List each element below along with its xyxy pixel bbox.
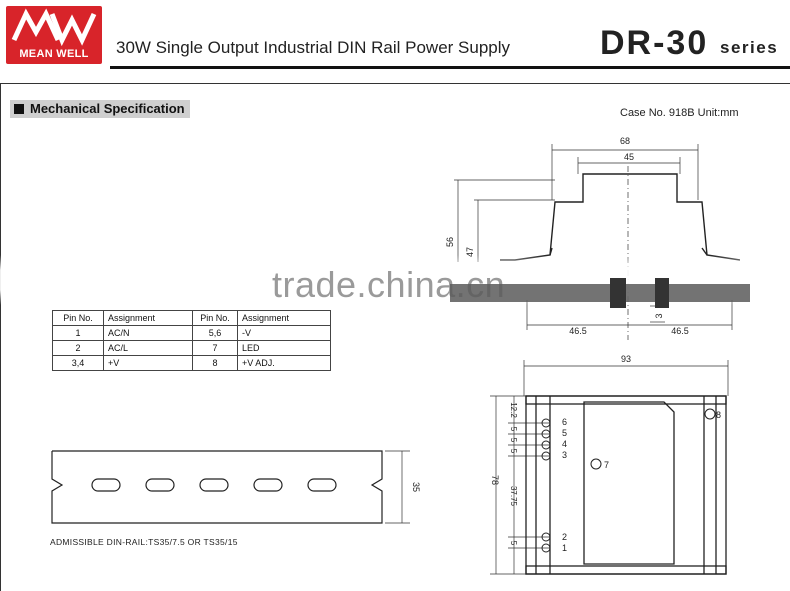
table-header-cell: Pin No.: [192, 310, 238, 326]
pin-label-1: 1: [562, 543, 567, 553]
rail-height-label: 35: [411, 482, 420, 492]
table-cell: +V: [103, 355, 193, 371]
adjust-label: 8: [716, 410, 721, 420]
table-header-row: Pin No. Assignment Pin No. Assignment: [52, 310, 331, 326]
dim-front-height: 78: [490, 475, 500, 485]
dim-height-step: 47: [465, 247, 475, 257]
front-label-panel: [583, 401, 675, 565]
terminal-screw: [541, 451, 551, 461]
pin-label-6: 6: [562, 417, 567, 427]
table-row: 3,4 +V 8 +V ADJ.: [52, 355, 331, 371]
rail-slot: [91, 478, 121, 492]
led-label: 7: [604, 460, 609, 470]
table-cell: AC/N: [103, 325, 193, 341]
front-body-outline: [525, 395, 727, 575]
dim-5a: 5: [509, 427, 518, 432]
series-label: series: [720, 38, 779, 57]
terminal-screw: [541, 543, 551, 553]
table-cell: AC/L: [103, 340, 193, 356]
section-title: Mechanical Specification: [30, 101, 185, 116]
dim-37-75: 37.75: [509, 486, 518, 507]
dim-width-top: 45: [624, 152, 634, 162]
rail-slot: [307, 478, 337, 492]
dim-clip: 3: [654, 313, 664, 318]
header-rule: [110, 66, 790, 69]
table-cell: -V: [237, 325, 331, 341]
table-cell: 8: [192, 355, 238, 371]
terminal-screw: [541, 418, 551, 428]
case-number: Case No. 918B Unit:mm: [620, 107, 739, 119]
din-rail-drawing: 35: [51, 450, 420, 524]
table-header-cell: Pin No.: [52, 310, 104, 326]
dim-5d: 5: [509, 541, 518, 546]
dim-5c: 5: [509, 449, 518, 454]
adjust-potentiometer-icon: [704, 408, 716, 420]
mean-well-logo: MEAN WELL: [6, 6, 102, 64]
square-bullet-icon: [14, 104, 24, 114]
section-heading: Mechanical Specification: [10, 100, 190, 118]
model-number: DR-30: [600, 24, 709, 62]
drawing-frame: [0, 83, 790, 591]
dim-width-total: 68: [620, 136, 630, 146]
table-header-cell: Assignment: [103, 310, 193, 326]
pin-assignment-table: Pin No. Assignment Pin No. Assignment 1 …: [52, 310, 331, 371]
table-header-cell: Assignment: [237, 310, 331, 326]
din-rail-outline: [51, 450, 383, 524]
terminal-screw: [541, 429, 551, 439]
terminal-screw: [541, 532, 551, 542]
side-profile-outline: [500, 173, 740, 261]
dim-left-half: 46.5: [569, 326, 587, 336]
din-rail-caption: ADMISSIBLE DIN-RAIL:TS35/7.5 OR TS35/15: [50, 537, 238, 547]
table-cell: 5,6: [192, 325, 238, 341]
led-indicator-icon: [590, 458, 602, 470]
side-view-drawing: 68 45 56 47 46.5 46.5 3: [445, 136, 740, 340]
dim-12-2: 12.2: [509, 402, 518, 418]
table-cell: 7: [192, 340, 238, 356]
table-cell: 1: [52, 325, 104, 341]
pin-label-3: 3: [562, 450, 567, 460]
table-row: 2 AC/L 7 LED: [52, 340, 331, 356]
dim-height-total: 56: [445, 237, 455, 247]
table-cell: 2: [52, 340, 104, 356]
table-cell: 3,4: [52, 355, 104, 371]
pin-label-5: 5: [562, 428, 567, 438]
rail-slot: [145, 478, 175, 492]
table-cell: LED: [237, 340, 331, 356]
rail-slot: [199, 478, 229, 492]
pin-label-4: 4: [562, 439, 567, 449]
terminal-screw: [541, 440, 551, 450]
logo-brand-text: MEAN WELL: [19, 48, 89, 60]
dim-5b: 5: [509, 438, 518, 443]
table-cell: +V ADJ.: [237, 355, 331, 371]
mw-logo-mark: [11, 8, 97, 46]
table-row: 1 AC/N 5,6 -V: [52, 325, 331, 341]
dim-right-half: 46.5: [671, 326, 689, 336]
rail-slot: [253, 478, 283, 492]
dim-front-width: 93: [621, 354, 631, 364]
product-title: 30W Single Output Industrial DIN Rail Po…: [116, 38, 511, 57]
pin-label-2: 2: [562, 532, 567, 542]
front-view-drawing: 93 78 12.2 5 5 5 37.75 5 6 5 4 3 2 1 7 8: [490, 354, 729, 575]
watermark-smear: [450, 278, 750, 308]
